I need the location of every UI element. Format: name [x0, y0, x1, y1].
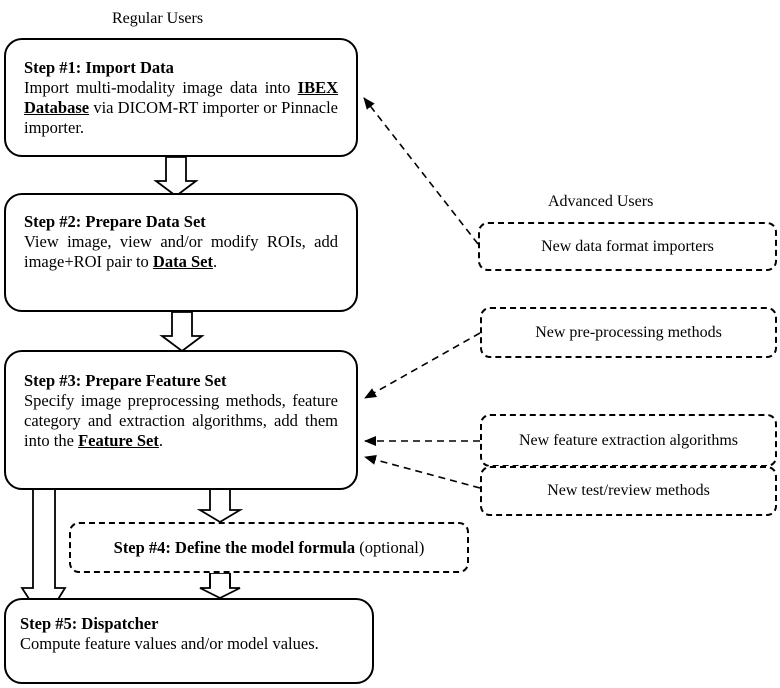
advanced-box-importers: New data format importers — [478, 222, 777, 271]
dashed-arrow-importers — [363, 97, 479, 245]
step-3-box: Step #3: Prepare Feature Set Specify ima… — [4, 350, 358, 490]
advanced-extraction-label: New feature extraction algorithms — [518, 431, 739, 449]
advanced-users-label: Advanced Users — [548, 193, 654, 210]
advanced-box-preprocessing: New pre-processing methods — [480, 307, 777, 358]
step-3-text-b: . — [158, 431, 163, 450]
dashed-arrow-test-review — [364, 455, 481, 489]
step-2-title: Step #2: Prepare Data Set — [24, 212, 206, 231]
advanced-box-test-review: New test/review methods — [480, 466, 777, 516]
step-1-text-a: Import multi-modality image data into — [24, 78, 291, 97]
step-2-text-b: . — [212, 252, 218, 271]
step-5-box: Step #5: Dispatcher Compute feature valu… — [4, 598, 374, 684]
step-4-label: Step #4: Define the model formula (optio… — [114, 538, 425, 558]
step-3-text-a: Specify image preprocessing methods, fea… — [24, 391, 338, 450]
feature-set-link: Feature Set — [78, 431, 159, 450]
block-arrow-2-3 — [159, 311, 205, 353]
block-arrow-1-2 — [153, 156, 199, 198]
step-5-text: Compute feature values and/or model valu… — [20, 634, 319, 653]
step-3-text: Specify image preprocessing methods, fea… — [24, 391, 338, 451]
block-arrow-4-5 — [199, 572, 241, 600]
step-1-title: Step #1: Import Data — [24, 58, 174, 77]
ibex-database-link: IBEX Database — [24, 78, 339, 117]
advanced-importers-label: New data format importers — [541, 237, 714, 255]
step-2-text-a: View image, view and/or modify ROIs, add… — [24, 232, 338, 271]
step-3-title: Step #3: Prepare Feature Set — [24, 371, 227, 390]
regular-users-label: Regular Users — [112, 10, 204, 27]
step-2-box: Step #2: Prepare Data Set View image, vi… — [4, 193, 358, 312]
step-5-title: Step #5: Dispatcher — [20, 614, 159, 633]
step-4-box: Step #4: Define the model formula (optio… — [69, 522, 469, 573]
block-arrow-3-4 — [196, 488, 244, 524]
advanced-test-review-label: New test/review methods — [547, 482, 710, 499]
step-4-title: Step #4: Define the model formula — [113, 537, 356, 557]
data-set-link: Data Set — [152, 252, 213, 271]
advanced-box-extraction: New feature extraction algorithms — [480, 414, 777, 467]
step-1-text-b: via DICOM-RT importer or Pinnacle import… — [24, 98, 339, 137]
dashed-arrow-preprocessing — [364, 332, 481, 399]
step-2-text: View image, view and/or modify ROIs, add… — [24, 232, 338, 272]
step-1-text: Import multi-modality image data into IB… — [24, 78, 338, 138]
step-4-optional: (optional) — [359, 537, 425, 557]
advanced-preprocessing-label: New pre-processing methods — [535, 323, 722, 341]
step-1-box: Step #1: Import Data Import multi-modali… — [4, 38, 358, 157]
block-arrow-4-5-stem — [209, 573, 231, 588]
